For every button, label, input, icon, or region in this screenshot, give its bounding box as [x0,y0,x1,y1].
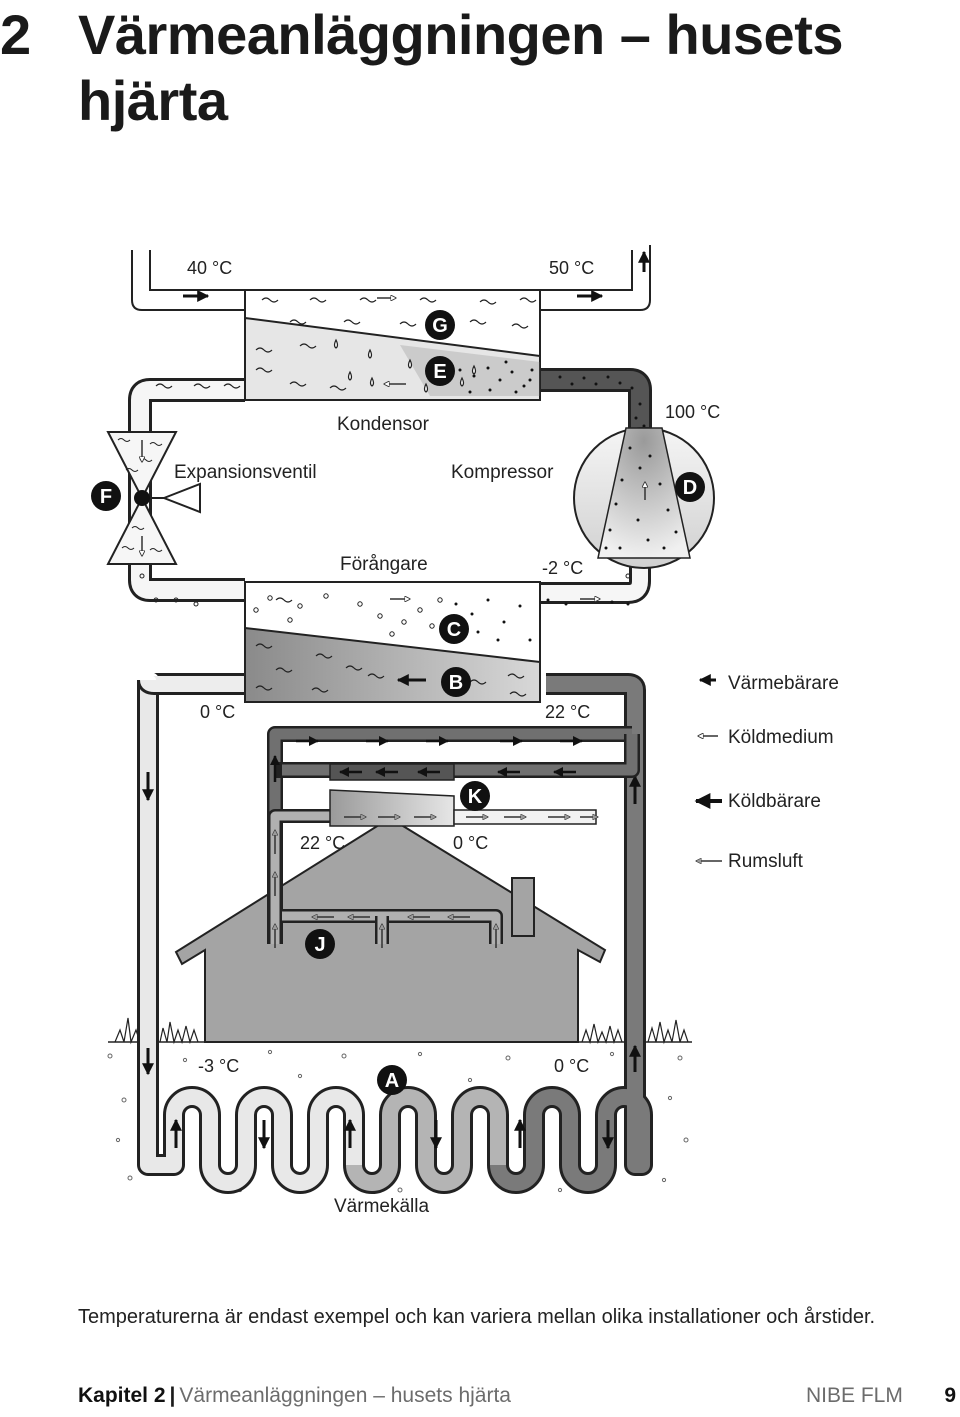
ground-collector-loop [137,672,653,1194]
svg-text:F: F [100,486,112,508]
marker-j: J [305,929,335,959]
footer-separator: | [169,1384,176,1407]
legend-item-brine: Köldbärare [694,791,821,812]
temp-brine-in: 22 °C [545,702,590,722]
label-condenser: Kondensor [337,414,430,435]
temp-air-in: 22 °C [300,833,345,853]
marker-a: A [377,1065,407,1095]
marker-b: B [441,667,471,697]
marker-c: C [439,614,469,644]
temp-ground-out: 0 °C [554,1056,589,1076]
compressor [573,427,715,569]
svg-text:Köldmedium: Köldmedium [728,727,834,748]
temp-brine-out: 0 °C [200,702,235,722]
temp-cond-in: 40 °C [187,258,232,278]
label-compressor: Kompressor [451,462,554,483]
temp-evap-out: -2 °C [542,558,583,578]
svg-text:D: D [683,477,697,499]
footer-chapter: Kapitel 2 [78,1384,166,1407]
diagram-labels: 40 °C 50 °C 100 °C Kondensor Expansionsv… [174,258,720,1217]
figure-caption: Temperaturerna är endast exempel och kan… [78,1306,876,1328]
svg-text:J: J [314,934,325,956]
condenser [131,245,651,401]
marker-e: E [425,356,455,386]
svg-text:G: G [432,315,448,337]
svg-text:K: K [468,786,483,808]
chapter-number: 2 [0,3,31,66]
temp-comp-out: 100 °C [665,402,720,422]
house-illustration [174,816,607,1043]
chapter-title: Värmeanläggningen – husets hjärta [78,3,843,132]
marker-d: D [675,472,705,502]
svg-text:C: C [447,619,461,641]
page-number: 9 [944,1384,956,1407]
ground-surface [107,1017,692,1193]
legend-item-refrigerant: Köldmedium [698,727,834,748]
temp-cond-out: 50 °C [549,258,594,278]
legend-item-room-air: Rumsluft [696,851,804,872]
legend: Värmebärare Köldmedium Köldbärare Rumslu… [694,673,839,872]
marker-badges: G E D F C B K J A [91,310,705,1095]
svg-text:A: A [385,1070,399,1092]
temp-air-out: 0 °C [453,833,488,853]
footer-brand: NIBE FLM [806,1384,903,1407]
heat-pump-diagram: G E D F C B K J A 40 °C 50 °C 100 °C Kon… [91,245,839,1217]
legend-item-heat-carrier: Värmebärare [698,673,839,694]
label-expansion-valve: Expansionsventil [174,462,317,483]
air-duct-system [267,726,640,948]
label-heat-source: Värmekälla [334,1196,429,1217]
footer-title: Värmeanläggningen – husets hjärta [179,1384,511,1407]
svg-text:Köldbärare: Köldbärare [728,791,821,812]
marker-k: K [460,781,490,811]
svg-text:Värmebärare: Värmebärare [728,673,839,694]
marker-g: G [425,310,455,340]
marker-f: F [91,481,121,511]
svg-text:E: E [433,361,446,383]
svg-text:B: B [449,672,463,694]
expansion-valve [106,431,201,565]
page-footer: Kapitel 2|Värmeanläggningen – husets hjä… [78,1384,960,1414]
label-evaporator: Förångare [340,554,428,575]
temp-ground-in: -3 °C [198,1056,239,1076]
svg-text:Rumsluft: Rumsluft [728,851,804,872]
